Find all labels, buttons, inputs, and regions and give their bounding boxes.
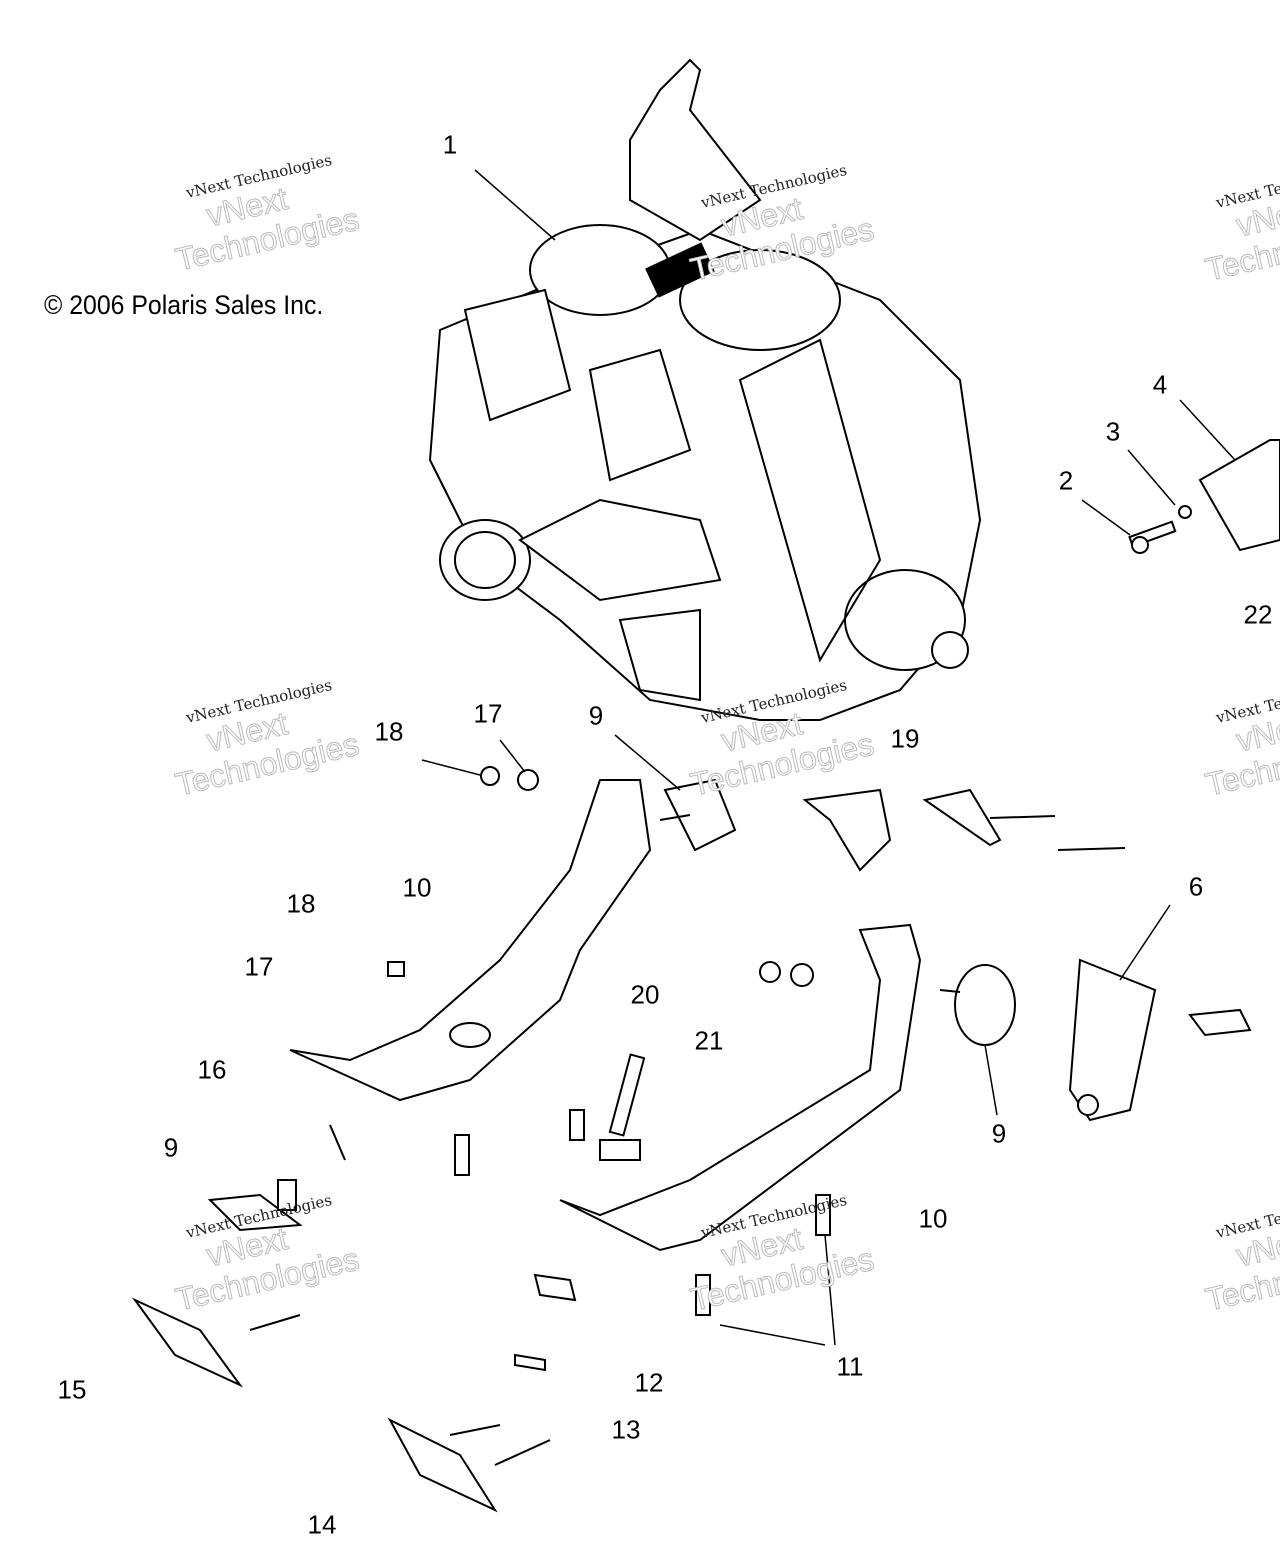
callout-10: 10 (402, 872, 432, 903)
callout-11: 11 (836, 1351, 864, 1382)
upper-mount-parts (1081, 399, 1280, 554)
callout-6: 6 (1188, 871, 1204, 902)
callout-3: 3 (1105, 416, 1121, 447)
callout-19: 19 (890, 723, 920, 754)
copyright-notice: © 2006 Polaris Sales Inc. (44, 290, 324, 320)
callout-22: 22 (1243, 599, 1273, 630)
callout-10: 10 (918, 1203, 948, 1234)
callout-15: 15 (57, 1374, 87, 1405)
callout-1: 1 (442, 129, 458, 160)
callout-13: 13 (611, 1414, 641, 1445)
callout-12: 12 (634, 1367, 664, 1398)
right-bracket-assembly (514, 904, 1252, 1372)
callout-18: 18 (286, 888, 316, 919)
callout-9: 9 (588, 700, 604, 731)
callout-17: 17 (244, 951, 274, 982)
engine-assembly (428, 58, 982, 721)
callout-9: 9 (991, 1118, 1007, 1149)
callout-16: 16 (197, 1054, 227, 1085)
callout-4: 4 (1152, 369, 1168, 400)
callout-17: 17 (473, 698, 503, 729)
left-bracket-assembly (131, 734, 1126, 1513)
callout-9: 9 (163, 1132, 179, 1163)
callout-20: 20 (630, 979, 660, 1010)
callout-14: 14 (307, 1509, 337, 1540)
callout-21: 21 (694, 1025, 724, 1056)
callout-18: 18 (374, 716, 404, 747)
callout-2: 2 (1058, 465, 1074, 496)
